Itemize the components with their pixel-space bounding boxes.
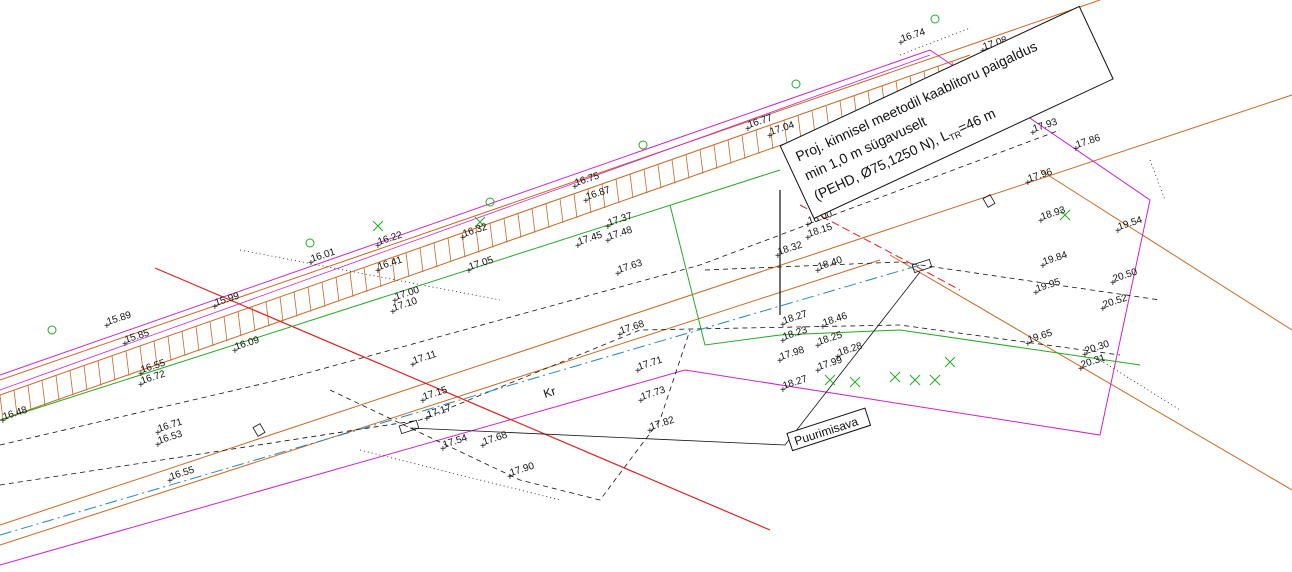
elevation-point-mark: + [647,426,653,437]
elevation-point-mark: + [805,233,811,244]
elevation-point-mark: + [575,241,581,252]
elevation-point-mark: + [155,440,161,451]
elevation-point-mark: + [767,131,773,142]
cable-label: Kr [542,384,558,401]
drill-leader [409,271,921,446]
profile-line-4 [329,329,691,501]
dotted-line-5 [1149,159,1166,201]
elevation-point-mark: + [507,472,513,483]
elevation-point-mark: + [605,222,611,233]
elevation-point-mark: + [212,302,218,313]
elevation-point-mark: + [390,307,396,318]
elevation-point-mark: + [572,182,578,193]
elevation-point-mark: + [232,346,238,357]
drill-pit-label-box: Puurimisava [786,407,872,452]
elevation-point-mark: + [480,441,486,452]
tree-symbols [47,14,940,335]
elevation-point-mark: + [1030,128,1036,139]
elevation-point-mark: + [375,266,381,277]
boundary-top [0,49,1151,566]
proposed-cable-dashed [799,204,961,291]
elevation-point-mark: + [122,339,128,350]
elevation-point-mark: + [440,444,446,455]
elevation-point-mark: + [898,38,904,49]
embankment [0,54,981,421]
profile-line-2 [0,129,1061,446]
dotted-line-2 [899,27,971,56]
elevation-point-mark: + [835,352,841,363]
elevation-point-mark: + [815,366,821,377]
road-edge-lower [0,259,881,546]
grass-marks [372,209,1071,388]
elevation-point-mark: + [466,266,472,277]
elevation-point-mark: + [1100,304,1106,315]
elevation-point-mark: + [104,321,110,332]
water-line-branch [669,204,1141,366]
elevation-point-mark: + [392,296,398,307]
road-edge-top [0,0,1101,381]
elevation-point-mark: + [1078,364,1084,375]
elevation-point-mark: + [410,360,416,371]
elevation-point-mark: + [777,356,783,367]
elevation-point-mark: + [1073,144,1079,155]
elevation-point-mark: + [1040,261,1046,272]
drill-pit-marker-west [398,419,420,435]
elevation-point-mark: + [815,266,821,277]
elevation-point-mark: + [167,476,173,487]
elevation-point-mark: + [1115,226,1121,237]
elevation-point-mark: + [805,220,811,231]
dotted-line-4 [359,449,561,501]
profile-line-3 [704,261,1161,301]
existing-cable [0,264,921,536]
dotted-line-1 [239,249,501,301]
water-line [0,169,781,421]
elevation-point-mark: + [1082,350,1088,361]
elevation-point-mark: + [583,196,589,207]
elevation-point-mark: + [375,241,381,252]
elevation-point-mark: + [745,124,751,135]
elevation-point-mark: + [775,251,781,262]
elevation-point-mark: + [780,336,786,347]
elevation-point-mark: + [815,341,821,352]
profile-line-1 [0,324,1121,486]
elevation-point-mark: + [1110,278,1116,289]
road-edge-ditch [1039,169,1292,331]
elevation-point-mark: + [1033,288,1039,299]
callout-box: Proj. kinnisel meetodil kaablitoru paiga… [779,5,1114,220]
elevation-point-mark: + [1025,339,1031,350]
elevation-point-mark: + [617,330,623,341]
elevation-point-mark: + [605,236,611,247]
elevation-point-mark: + [635,366,641,377]
road-edge-main [0,94,1292,526]
elevation-point-mark: + [780,385,786,396]
drill-pit-marker-east [911,258,933,274]
elevation-point-mark: + [1025,178,1031,189]
elevation-point-mark: + [424,414,430,425]
elevation-point-mark: + [138,369,144,380]
elevation-point-mark: + [638,396,644,407]
elevation-point-mark: + [780,320,786,331]
elevation-point-mark: + [0,416,6,427]
proposed-cable [154,267,771,531]
elevation-point-mark: + [138,380,144,391]
boundary-top-inner [0,54,931,391]
signpost-symbols [252,194,996,437]
elevation-point-mark: + [308,258,314,269]
elevation-point-mark: + [820,322,826,333]
elevation-point-mark: + [460,233,466,244]
elevation-point-mark: + [1038,216,1044,227]
road-edge-right [889,254,1292,491]
elevation-point-mark: + [615,269,621,280]
elevation-point-mark: + [155,428,161,439]
elevation-point-mark: + [420,396,426,407]
